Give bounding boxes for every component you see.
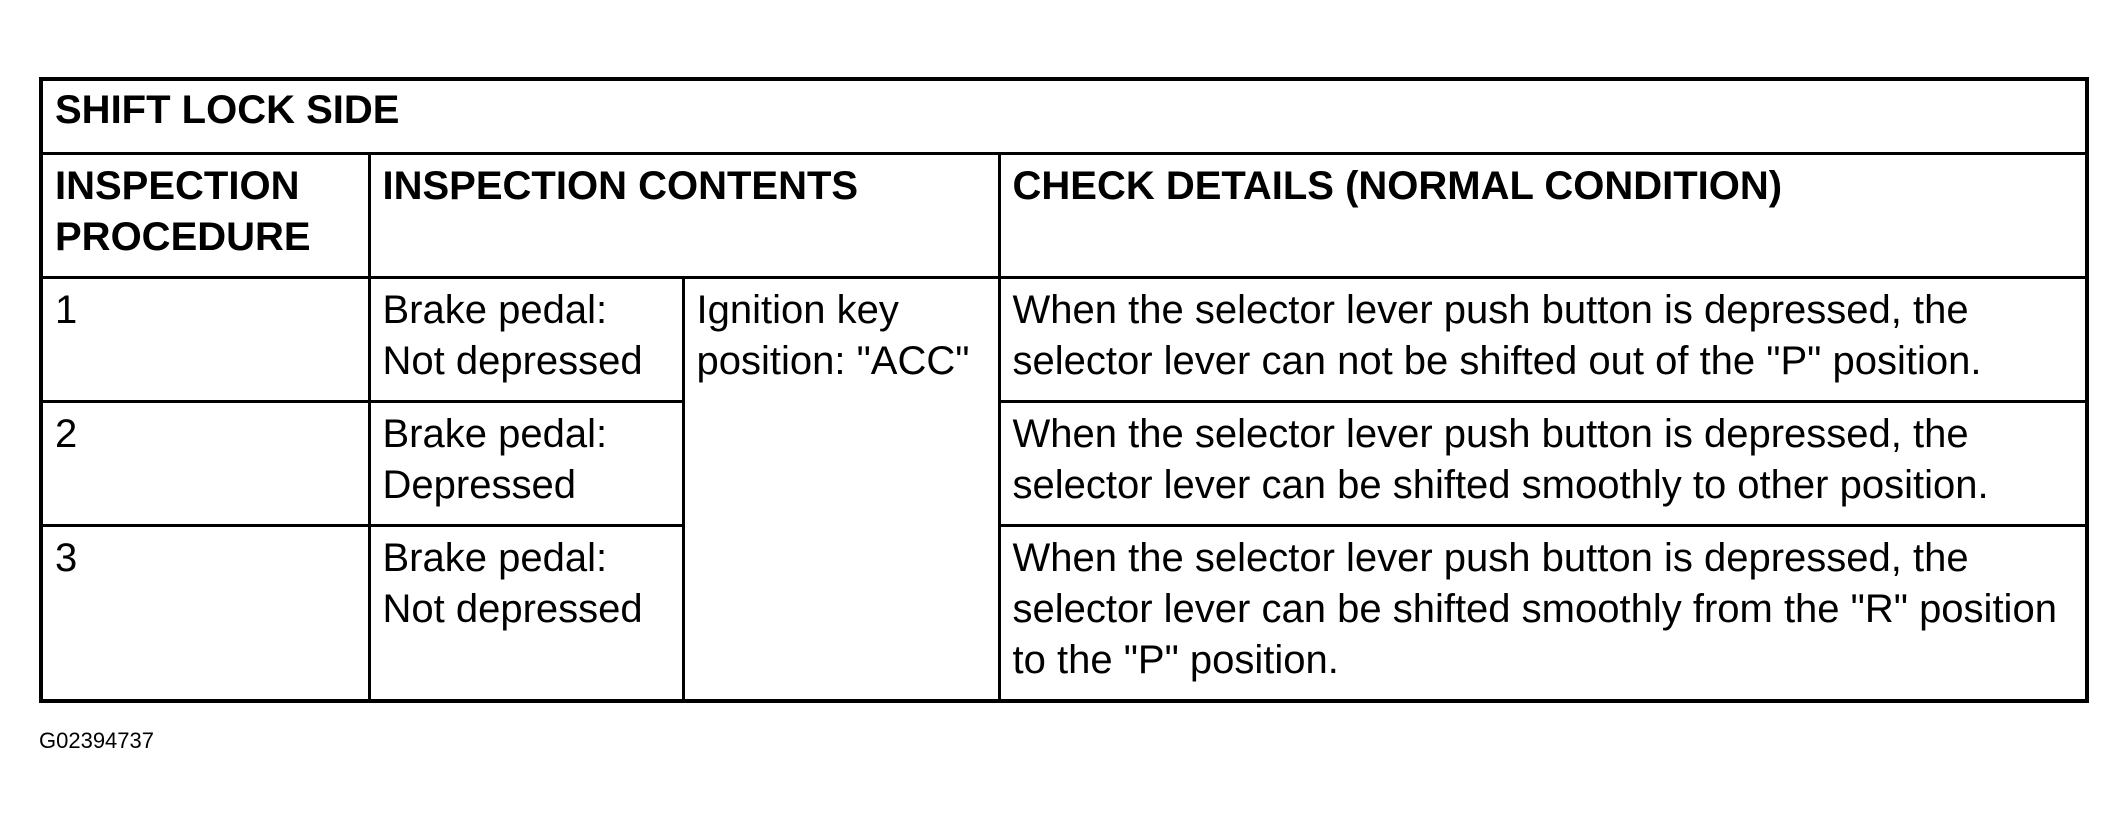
procedure-number: 2 [39, 399, 371, 527]
check-details: When the selector lever push button is d… [997, 275, 2089, 403]
header-inspection-procedure: INSPECTION PROCEDURE [39, 151, 371, 279]
procedure-number: 3 [39, 523, 371, 703]
header-inspection-contents: INSPECTION CONTENTS [367, 151, 1001, 279]
table-title: SHIFT LOCK SIDE [39, 77, 2089, 155]
table-row: 1 Brake pedal: Not depressed Ignition ke… [39, 275, 2089, 703]
brake-pedal-state: Brake pedal: Depressed [367, 399, 685, 527]
table-row: 2 Brake pedal: Depressed When the select… [39, 399, 2089, 527]
brake-pedal-state: Brake pedal: Not depressed [367, 523, 685, 703]
check-details: When the selector lever push button is d… [997, 399, 2089, 527]
header-check-details: CHECK DETAILS (NORMAL CONDITION) [997, 151, 2089, 279]
figure-id: G02394737 [39, 728, 154, 753]
procedure-number: 1 [39, 275, 371, 403]
table-row: 3 Brake pedal: Not depressed When the se… [39, 523, 2089, 703]
ignition-key-position: Ignition key position: "ACC" [681, 275, 1001, 703]
check-details: When the selector lever push button is d… [997, 523, 2089, 703]
brake-pedal-state: Brake pedal: Not depressed [367, 275, 685, 403]
shift-lock-inspection-table: SHIFT LOCK SIDE INSPECTION PROCEDURE INS… [39, 77, 2090, 703]
